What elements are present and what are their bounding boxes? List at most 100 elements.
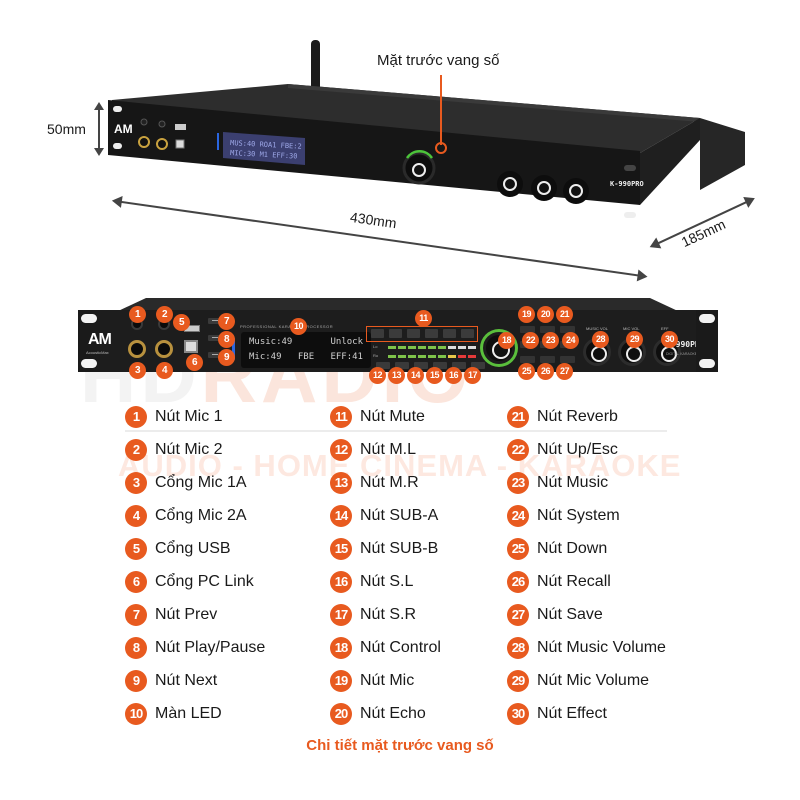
panel-header-text: PROFESSIONAL KARAOKE PROCESSOR	[240, 324, 334, 329]
antenna-icon	[311, 40, 320, 92]
badge-27: 27	[556, 363, 573, 380]
legend-badge: 11	[330, 406, 352, 428]
device-perspective-illustration: AM MUS:40 ROA1 FBE:2 MIC:30 M1 EFF:30 K-…	[108, 40, 745, 218]
sub-b-button[interactable]	[433, 362, 447, 369]
next-button[interactable]	[208, 352, 222, 358]
watermark-tagline: AUDIO - HOME CINEMA - KARAOKE	[118, 448, 682, 483]
legend-label: Màn LED	[155, 705, 222, 722]
legend-badge: 27	[507, 604, 529, 626]
legend-item: 6 Cổng PC Link	[125, 570, 254, 594]
legend-badge: 29	[507, 670, 529, 692]
legend-label: Nút M.L	[360, 441, 417, 458]
legend-badge: 10	[125, 703, 147, 725]
mute-key[interactable]	[425, 329, 438, 338]
legend-item: 11 Nút Mute	[330, 405, 425, 429]
badge-14: 14	[407, 367, 424, 384]
legend-label: Nút Control	[360, 639, 441, 656]
meter-label-right: Ro	[373, 353, 379, 358]
badge-25: 25	[518, 363, 535, 380]
mic-vol-label: MIC VOL	[623, 326, 640, 331]
mr-button[interactable]	[395, 362, 409, 369]
model-name: K-990PRO	[666, 340, 705, 349]
reverb-button[interactable]	[560, 326, 575, 333]
ml-button[interactable]	[376, 362, 390, 369]
legend-label: Nút Music Volume	[537, 639, 666, 656]
svg-text:K-990PRO: K-990PRO	[610, 180, 644, 188]
echo-button[interactable]	[540, 326, 555, 333]
mute-key[interactable]	[407, 329, 420, 338]
badge-30: 30	[661, 331, 678, 348]
svg-text:AM: AM	[114, 122, 133, 136]
mute-key[interactable]	[371, 329, 384, 338]
lcd-mic: Mic:49	[249, 352, 282, 362]
save-button[interactable]	[560, 356, 575, 363]
lcd-lock-status: Unlock	[330, 337, 363, 347]
badge-6: 6	[186, 354, 203, 371]
badge-26: 26	[537, 363, 554, 380]
legend-label: Nút Recall	[537, 573, 611, 590]
badge-29: 29	[626, 331, 643, 348]
badge-20: 20	[537, 306, 554, 323]
lcd-fbe: FBE	[297, 352, 315, 362]
legend-item: 9 Nút Next	[125, 669, 217, 693]
legend-label: Nút Mic	[360, 672, 415, 689]
play-pause-button[interactable]	[208, 335, 222, 341]
legend-label: Nút Effect	[537, 705, 607, 722]
callout-line	[440, 75, 442, 145]
legend-label: Nút Play/Pause	[155, 639, 266, 656]
legend-label: Nút Next	[155, 672, 218, 689]
sr-button[interactable]	[471, 362, 485, 369]
legend-item: 10 Màn LED	[125, 702, 222, 726]
legend-badge: 22	[507, 439, 529, 461]
mic-button[interactable]	[520, 326, 535, 333]
legend-label: Nút Prev	[155, 606, 218, 623]
legend-label: Cổng Mic 1A	[155, 474, 247, 491]
legend-badge: 5	[125, 538, 147, 560]
legend-badge: 1	[125, 406, 147, 428]
front-panel-callout-label: Mặt trước vang số	[377, 52, 500, 69]
lcd-music: Music:49	[249, 337, 293, 347]
front-panel-diagram: AM AcousticMax PROFESSIONAL KARAOKE PROC…	[78, 298, 718, 384]
legend-label: Nút Mute	[360, 408, 425, 425]
legend-label: Nút M.R	[360, 474, 419, 491]
legend-label: Nút S.R	[360, 606, 417, 623]
mute-key[interactable]	[443, 329, 456, 338]
legend-item: 5 Cổng USB	[125, 537, 231, 561]
rack-hole	[81, 359, 97, 368]
recall-button[interactable]	[540, 356, 555, 363]
legend-label: Cổng PC Link	[155, 573, 254, 590]
height-arrow-icon	[94, 102, 104, 156]
blue-indicator	[232, 338, 235, 360]
badge-11: 11	[415, 310, 432, 327]
prev-button[interactable]	[208, 318, 222, 324]
legend-badge: 9	[125, 670, 147, 692]
level-meter-right	[388, 355, 476, 358]
legend-badge: 23	[507, 472, 529, 494]
sub-a-button[interactable]	[414, 362, 428, 369]
mute-key[interactable]	[461, 329, 474, 338]
legend-badge: 21	[507, 406, 529, 428]
down-button[interactable]	[520, 356, 535, 363]
meter-label-left: Lo	[373, 344, 378, 349]
legend-label: Nút Up/Esc	[537, 441, 618, 458]
sl-button[interactable]	[452, 362, 466, 369]
legend-badge: 4	[125, 505, 147, 527]
diagram-caption: Chi tiết mặt trước vang số	[306, 737, 494, 754]
legend-label: Cổng USB	[155, 540, 231, 557]
svg-text:MUS:40 ROA1 FBE:2: MUS:40 ROA1 FBE:2	[230, 139, 302, 151]
legend-badge: 6	[125, 571, 147, 593]
legend-badge: 18	[330, 637, 352, 659]
legend-badge: 3	[125, 472, 147, 494]
badge-24: 24	[562, 332, 579, 349]
pc-link-port	[184, 340, 198, 353]
legend-label: Nút SUB-B	[360, 540, 439, 557]
mute-key[interactable]	[389, 329, 402, 338]
lcd-eff: EFF:41	[330, 352, 363, 362]
brand-logo: AM	[88, 331, 112, 348]
